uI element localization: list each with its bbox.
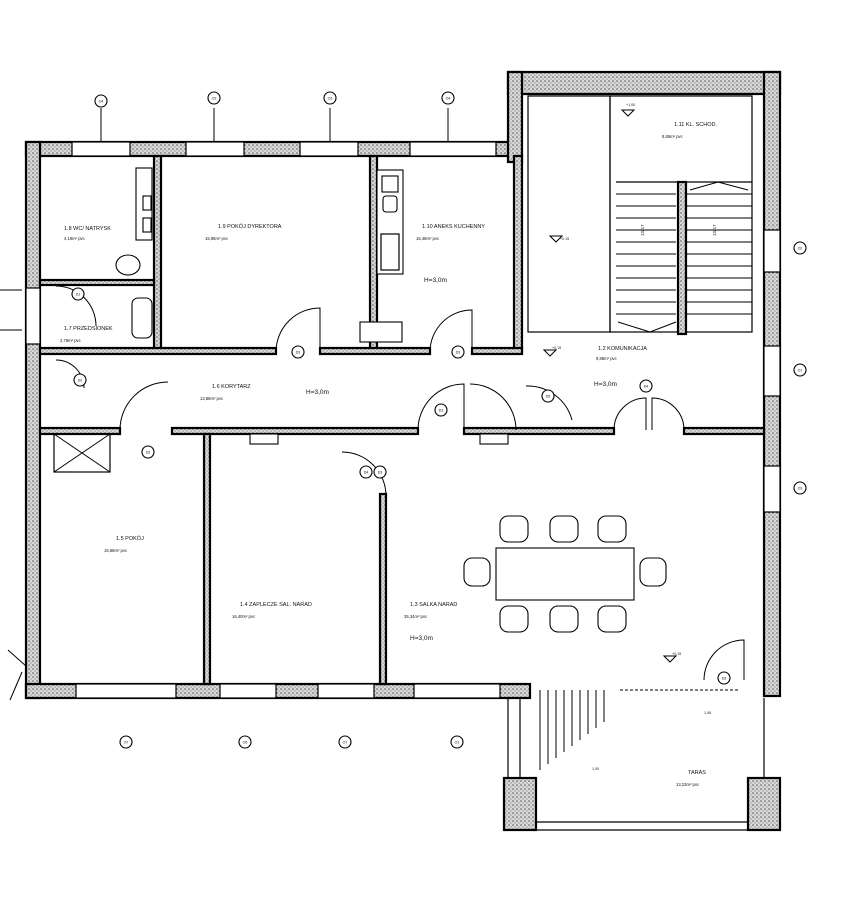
tag-text-o4b: O4 [446, 97, 451, 101]
room-anteroom-area: 2,78m² pvc [60, 338, 81, 343]
room-director-name: 1.9 POKÓJ DYREKTORA [218, 223, 282, 230]
door-text-d3d: D3 [146, 451, 151, 455]
tag-text-o1: O1 [455, 741, 460, 745]
terrace-steps [539, 690, 605, 770]
door-text-d4: D4 [364, 471, 369, 475]
doors [55, 285, 745, 681]
windows [25, 141, 781, 699]
door-text-d5: D5 [546, 395, 551, 399]
stair-structure [527, 95, 753, 336]
door-text-d2: D2 [78, 379, 83, 383]
room-labels: 1.8 WC/ NATRYSK 4,19m² pvc 1.9 POKÓJ DYR… [60, 122, 717, 787]
room-director-area: 15,98m² pvc [205, 236, 228, 241]
room-meeting-name: 1.3 SALKA NARAD [410, 602, 457, 608]
level-terrace: 1,08 [704, 711, 711, 715]
level-entry: +0,15 [672, 652, 681, 656]
room-kitchen-area: 15,48m² pvc [416, 236, 439, 241]
door-text-d3e: D3 [378, 471, 383, 475]
room-stair-area: 8,85m² pvc [662, 134, 683, 139]
tag-text-o7: O7 [124, 741, 129, 745]
room-wc-name: 1.8 WC/ NATRYSK [64, 226, 111, 232]
tag-text-o3b: O3 [328, 97, 333, 101]
level-markers: +1,00 +0,15 +0,15 +0,15 1,00 1,08 [542, 103, 711, 771]
door-text-d1: D1 [76, 293, 81, 297]
room-meeting-area: 35,34m² pvc [404, 614, 427, 619]
tag-text-o3a: O3 [212, 97, 217, 101]
level-step: 1,00 [592, 767, 599, 771]
level-comm: +0,15 [552, 346, 561, 350]
room-anteroom-name: 1.7 PRZEDSIONEK [64, 326, 113, 332]
room-pokoj-name: 1.5 POKÓJ [116, 535, 144, 542]
level-hall: +0,15 [560, 237, 569, 241]
door-text-d3a: D3 [296, 351, 301, 355]
tag-o4-top-1 [94, 94, 108, 108]
stair-labels: 13x17 13x17 [640, 224, 717, 236]
room-kitchen-name: 1.10 ANEKS KUCHENNY [422, 224, 485, 230]
tag-text-o2: O2 [798, 247, 803, 251]
room-terrace-name: TARAS [688, 770, 706, 776]
room-comm-name: 1.2 KOMUNIKACJA [598, 346, 647, 352]
room-wc-area: 4,19m² pvc [64, 236, 85, 241]
room-kitchen-height: H=3,0m [424, 277, 447, 284]
room-corridor-height: H=3,0m [306, 389, 329, 396]
room-backstage-name: 1.4 ZAPLECZE SAL. NARAD [240, 602, 312, 608]
door-text-d4b: D4 [644, 385, 649, 389]
window-tag-bubbles: O4 O3 O3 O4 O7 O5 O7 O1 O2 O1 O3 D3 D3 D… [71, 91, 807, 749]
tag-text-o4: O4 [99, 100, 104, 104]
terrace-structure [0, 289, 765, 831]
room-corridor-area: 13,88m² pvc [200, 396, 223, 401]
stair-treads [616, 193, 752, 315]
door-text-d3b: D3 [456, 351, 461, 355]
door-text-d3c: D3 [439, 409, 444, 413]
flight1-label: 13x17 [640, 224, 645, 236]
tag-text-o5: O5 [243, 741, 248, 745]
level-stair: +1,00 [626, 103, 635, 107]
room-comm-area: 8,88m² pvc [596, 356, 617, 361]
door-text-d3f: D3 [722, 677, 727, 681]
room-backstage-area: 16,40m² pvc [232, 614, 255, 619]
tag-text-o1b: O1 [798, 369, 803, 373]
room-stair-name: 1.11 KL. SCHOD. [674, 122, 717, 128]
tag-text-o7b: O7 [343, 741, 348, 745]
furniture [53, 167, 667, 633]
room-meeting-height: H=3,0m [410, 635, 433, 642]
tag-text-o3c: O3 [798, 487, 803, 491]
outer-walls [24, 70, 782, 832]
room-pokoj-area: 16,68m² pvc [104, 548, 127, 553]
room-terrace-area: 13,23m² pvc [676, 782, 699, 787]
room-comm-height: H=3,0m [594, 381, 617, 388]
flight2-label: 13x17 [712, 224, 717, 236]
room-corridor-name: 1.6 KORYTARZ [212, 384, 251, 390]
